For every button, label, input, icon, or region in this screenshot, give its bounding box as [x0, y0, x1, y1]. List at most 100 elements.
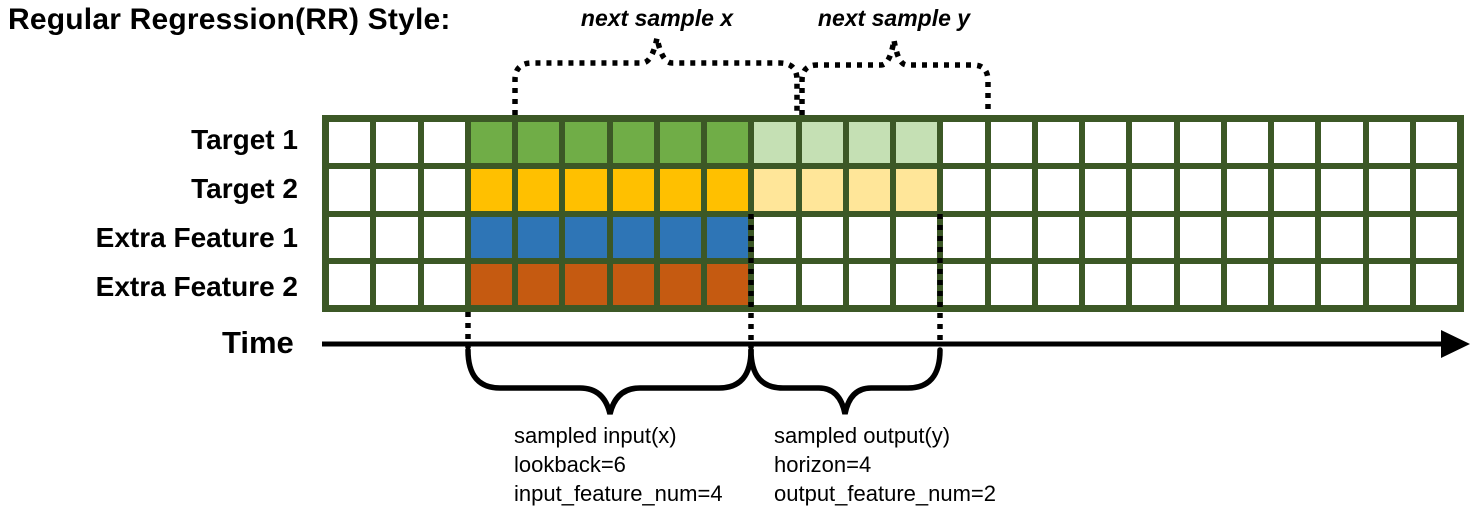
grid-cell — [612, 169, 654, 211]
grid-cell — [565, 263, 607, 305]
grid-cell — [1321, 263, 1363, 305]
grid-cell — [1179, 122, 1221, 164]
output-annotation-block: sampled output(y) horizon=4 output_featu… — [774, 421, 996, 508]
grid-cell — [565, 169, 607, 211]
grid-cell — [612, 263, 654, 305]
grid-cell — [707, 122, 749, 164]
grid-cell — [754, 216, 796, 258]
grid-cell — [659, 263, 701, 305]
grid-cell — [754, 169, 796, 211]
time-axis-label: Time — [222, 325, 294, 360]
input-annotation-line-2: lookback=6 — [514, 452, 626, 477]
grid-cell — [1274, 122, 1316, 164]
grid-cell — [659, 122, 701, 164]
annotation-next-sample-x: next sample x — [580, 5, 734, 31]
grid-cell — [848, 122, 890, 164]
grid-cell — [470, 122, 512, 164]
sample-grid — [322, 115, 1464, 312]
grid-cell — [1037, 263, 1079, 305]
grid-cell — [1368, 169, 1410, 211]
grid-cell — [848, 169, 890, 211]
grid-cell — [1179, 216, 1221, 258]
grid-cell — [1085, 216, 1127, 258]
annotation-next-sample-y: next sample y — [817, 5, 971, 31]
grid-cell — [707, 263, 749, 305]
grid-cell — [423, 263, 465, 305]
grid-cell — [1321, 216, 1363, 258]
output-annotation-line-1: sampled output(y) — [774, 423, 951, 448]
grid-cell — [612, 122, 654, 164]
grid-cell — [943, 216, 985, 258]
grid-cell — [1132, 122, 1174, 164]
grid-cell — [754, 122, 796, 164]
brace-sampled-input — [465, 347, 754, 415]
input-annotation-line-3: input_feature_num=4 — [514, 481, 723, 506]
grid-cell — [1415, 122, 1457, 164]
grid-cell — [376, 169, 418, 211]
grid-cell — [1274, 169, 1316, 211]
grid-cell — [423, 122, 465, 164]
grid-cell — [754, 263, 796, 305]
row-label-target-2: Target 2 — [191, 172, 298, 204]
row-label-extra-feature-1: Extra Feature 1 — [95, 222, 298, 254]
grid-cell — [943, 169, 985, 211]
grid-cell — [1179, 263, 1221, 305]
input-annotation-line-1: sampled input(x) — [514, 423, 677, 448]
dotted-brace-next-x — [512, 37, 800, 115]
grid-cell — [1321, 169, 1363, 211]
grid-cell — [1415, 216, 1457, 258]
grid-cell — [565, 122, 607, 164]
dotted-brace-next-y — [799, 39, 991, 115]
grid-cell — [896, 169, 938, 211]
grid-cell — [1037, 122, 1079, 164]
grid-cell — [329, 216, 371, 258]
grid-cell — [329, 263, 371, 305]
grid-cell — [1085, 122, 1127, 164]
grid-cell — [612, 216, 654, 258]
grid-cell — [1085, 169, 1127, 211]
grid-cell — [1368, 263, 1410, 305]
time-arrow — [322, 330, 1470, 358]
grid-cell — [896, 216, 938, 258]
grid-cell — [376, 263, 418, 305]
grid-cell — [707, 216, 749, 258]
grid-cell — [376, 122, 418, 164]
grid-cell — [329, 122, 371, 164]
grid-cell — [801, 122, 843, 164]
grid-cell — [1085, 263, 1127, 305]
grid-cell — [423, 169, 465, 211]
output-annotation-line-2: horizon=4 — [774, 452, 872, 477]
grid-cell — [801, 216, 843, 258]
grid-cell — [1274, 263, 1316, 305]
grid-cell — [1226, 169, 1268, 211]
grid-cell — [1368, 216, 1410, 258]
grid-cell — [990, 263, 1032, 305]
grid-cell — [423, 216, 465, 258]
grid-cell — [848, 263, 890, 305]
grid-cell — [896, 263, 938, 305]
grid-cell — [1132, 263, 1174, 305]
grid-cell — [1321, 122, 1363, 164]
grid-cell — [1037, 216, 1079, 258]
grid-cell — [1368, 122, 1410, 164]
grid-cell — [990, 122, 1032, 164]
grid-cell — [848, 216, 890, 258]
grid-cell — [518, 216, 560, 258]
grid-cell — [518, 263, 560, 305]
grid-cell — [1179, 169, 1221, 211]
brace-sampled-output — [748, 347, 943, 415]
grid-cell — [376, 216, 418, 258]
row-label-extra-feature-2: Extra Feature 2 — [95, 271, 298, 303]
input-annotation-block: sampled input(x) lookback=6 input_featur… — [514, 421, 723, 508]
row-labels: Target 1 Target 2 Extra Feature 1 Extra … — [0, 115, 310, 312]
grid-cell — [943, 263, 985, 305]
grid-cell — [565, 216, 607, 258]
grid-cell — [801, 263, 843, 305]
output-annotation-line-3: output_feature_num=2 — [774, 481, 997, 506]
grid-cell — [470, 263, 512, 305]
grid-cell — [659, 169, 701, 211]
grid-cell — [470, 169, 512, 211]
grid-cell — [943, 122, 985, 164]
grid-cell — [1037, 169, 1079, 211]
